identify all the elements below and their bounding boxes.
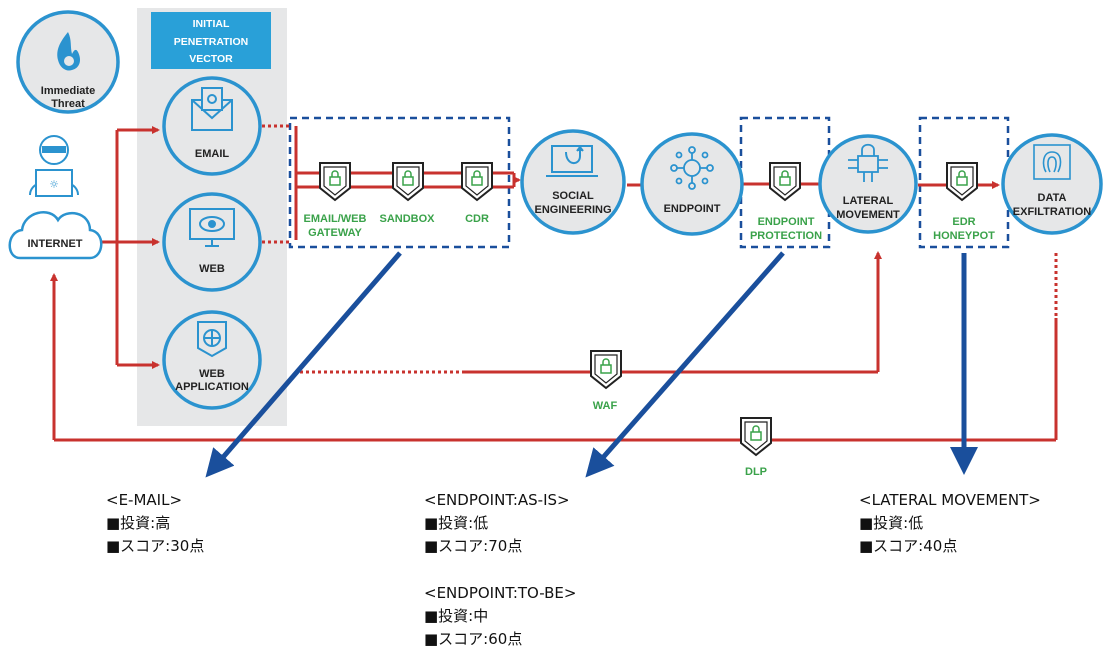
stage-lateral-label-1: LATERAL	[843, 195, 894, 207]
control-email-web-gateway: EMAIL/WEB GATEWAY	[304, 162, 367, 239]
immediate-threat-node: Immediate Threat	[16, 10, 120, 114]
vector-web-application-label-1: WEB	[199, 368, 225, 380]
note-email-title: <E-MAIL>	[106, 491, 183, 509]
threat-label-1: Immediate	[41, 85, 95, 97]
hacker-icon: ☼	[29, 135, 79, 197]
note-lateral-title: <LATERAL MOVEMENT>	[859, 491, 1041, 509]
stage-endpoint-label: ENDPOINT	[664, 203, 721, 215]
control-edr-honeypot: EDR HONEYPOT	[933, 162, 995, 242]
ep-label-2: PROTECTION	[750, 230, 822, 242]
vector-web-label: WEB	[199, 263, 225, 275]
note-email: <E-MAIL> ■投資:高 ■スコア:30点	[106, 489, 204, 558]
note-email-invest: ■投資:高	[106, 514, 171, 532]
stage-social-label-1: SOCIAL	[552, 190, 594, 202]
flame-icon	[57, 32, 80, 71]
shield-lock-icon	[769, 162, 801, 202]
note-endpoint-asis-score: ■スコア:70点	[424, 537, 523, 555]
shield-lock-icon	[461, 162, 493, 202]
stage-data-label-1: DATA	[1038, 192, 1067, 204]
cdr-label: CDR	[465, 213, 489, 225]
callout-arrows	[205, 251, 978, 478]
note-lateral: <LATERAL MOVEMENT> ■投資:低 ■スコア:40点	[859, 489, 1041, 558]
note-endpoint-asis: <ENDPOINT:AS-IS> ■投資:低 ■スコア:70点	[424, 489, 570, 558]
network-node-icon	[670, 146, 714, 190]
web-app-shield-icon	[197, 321, 227, 358]
email-bug-icon	[191, 87, 233, 131]
vector-web: WEB	[162, 192, 262, 292]
cloud-icon	[8, 211, 103, 260]
threat-label-2: Threat	[51, 98, 85, 110]
internet-node: INTERNET	[8, 211, 103, 260]
stage-lateral-label-2: MOVEMENT	[836, 209, 900, 221]
note-endpoint-tobe-invest: ■投資:中	[424, 607, 489, 625]
vector-header-line-1: INITIAL	[193, 18, 230, 30]
control-endpoint-protection: ENDPOINT PROTECTION	[750, 162, 822, 242]
ep-label-1: ENDPOINT	[758, 216, 815, 228]
note-lateral-score: ■スコア:40点	[859, 537, 958, 555]
vector-header	[151, 12, 271, 69]
stage-lateral-movement: LATERAL MOVEMENT	[818, 134, 918, 234]
edr-label-1: EDR	[952, 216, 975, 228]
gateway-label-1: EMAIL/WEB	[304, 213, 367, 225]
vector-header-line-2: PENETRATION	[174, 36, 248, 48]
waf-label: WAF	[593, 400, 618, 412]
gateway-label-2: GATEWAY	[308, 227, 362, 239]
flow-lines	[50, 124, 1058, 442]
shield-lock-icon	[590, 350, 622, 390]
note-endpoint-tobe-score: ■スコア:60点	[424, 630, 523, 648]
note-lateral-invest: ■投資:低	[859, 514, 924, 532]
stage-data-label-2: EXFILTRATION	[1013, 206, 1091, 218]
control-waf: WAF	[590, 350, 622, 412]
note-endpoint-tobe: <ENDPOINT:TO-BE> ■投資:中 ■スコア:60点	[424, 582, 576, 651]
stage-endpoint: ENDPOINT	[640, 132, 744, 236]
control-cdr: CDR	[461, 162, 493, 225]
fingerprint-icon	[1033, 144, 1071, 180]
shield-lock-icon	[740, 417, 772, 457]
note-email-score: ■スコア:30点	[106, 537, 205, 555]
note-endpoint-asis-title: <ENDPOINT:AS-IS>	[424, 491, 570, 509]
circuit-lock-icon	[848, 143, 888, 182]
vector-web-application-label-2: APPLICATION	[175, 381, 249, 393]
dlp-label: DLP	[745, 466, 767, 478]
group-box-gateway	[288, 116, 511, 249]
shield-lock-icon	[392, 162, 424, 202]
shield-lock-icon	[946, 162, 978, 202]
vector-email: EMAIL	[162, 76, 262, 176]
control-sandbox: SANDBOX	[379, 162, 435, 225]
vector-email-label: EMAIL	[195, 148, 230, 160]
vector-web-application: WEB APPLICATION	[162, 310, 262, 410]
edr-label-2: HONEYPOT	[933, 230, 995, 242]
internet-label: INTERNET	[28, 238, 83, 250]
vector-header-line-3: VECTOR	[189, 53, 233, 65]
stage-social-engineering: SOCIAL ENGINEERING	[520, 129, 626, 235]
shield-lock-icon	[319, 162, 351, 202]
svg-text:☼: ☼	[49, 178, 59, 191]
stage-social-label-2: ENGINEERING	[534, 204, 611, 216]
monitor-eye-icon	[189, 208, 235, 247]
note-endpoint-asis-invest: ■投資:低	[424, 514, 489, 532]
sandbox-label: SANDBOX	[379, 213, 435, 225]
stage-data-exfiltration: DATA EXFILTRATION	[1001, 133, 1103, 235]
note-endpoint-tobe-title: <ENDPOINT:TO-BE>	[424, 584, 577, 602]
laptop-fishing-icon	[546, 145, 598, 177]
control-dlp: DLP	[740, 417, 772, 478]
